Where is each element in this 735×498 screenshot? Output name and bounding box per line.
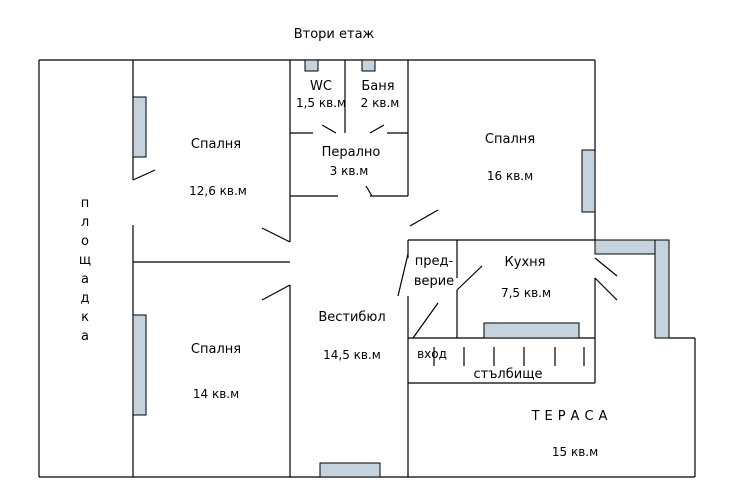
landing-letter: а xyxy=(81,329,89,344)
wc-name: WC xyxy=(310,79,332,94)
window xyxy=(361,59,376,72)
bath-name: Баня xyxy=(361,79,394,94)
bedroom-1-name: Спалня xyxy=(191,137,241,152)
plan-title: Втори етаж xyxy=(294,27,375,42)
landing-letter: щ xyxy=(79,253,91,268)
bedroom-1-area: 12,6 кв.м xyxy=(189,184,247,198)
terrace-name: ТЕРАСА xyxy=(531,409,613,424)
window xyxy=(581,149,596,213)
stairs-label: стълбище xyxy=(474,367,543,382)
landing-letter: л xyxy=(81,215,89,230)
entrance-label: вход xyxy=(417,347,447,361)
bedroom-3-area: 14 кв.м xyxy=(193,387,239,401)
anteroom-label-line2: верие xyxy=(414,274,454,289)
bedroom-2-name: Спалня xyxy=(485,132,535,147)
landing-label: п л о щ а д к а xyxy=(79,196,91,344)
landing-letter: д xyxy=(81,291,90,306)
terrace-area: 15 кв.м xyxy=(552,445,598,459)
landing-letter: п xyxy=(81,196,90,211)
hall-area: 14,5 кв.м xyxy=(323,348,381,362)
laundry-area: 3 кв.м xyxy=(330,164,369,178)
wc-area: 1,5 кв.м xyxy=(296,96,346,110)
window xyxy=(132,96,147,158)
windows xyxy=(132,59,670,478)
kitchen-counter xyxy=(483,322,580,339)
landing-letter: о xyxy=(81,234,89,249)
kitchen-area: 7,5 кв.м xyxy=(501,286,551,300)
landing-letter: к xyxy=(81,310,89,325)
landing-letter: а xyxy=(81,272,89,287)
bedroom-3-name: Спалня xyxy=(191,342,241,357)
anteroom-label-line1: пред- xyxy=(415,254,454,269)
window xyxy=(304,59,319,72)
laundry-name: Перално xyxy=(322,145,381,160)
hall-name: Вестибюл xyxy=(318,310,385,325)
bedroom-2-area: 16 кв.м xyxy=(487,169,533,183)
window xyxy=(132,314,147,416)
interior-walls xyxy=(132,60,618,477)
kitchen-name: Кухня xyxy=(505,255,546,270)
bath-area: 2 кв.м xyxy=(361,96,400,110)
terrace-railing xyxy=(654,239,670,339)
window xyxy=(319,462,381,478)
